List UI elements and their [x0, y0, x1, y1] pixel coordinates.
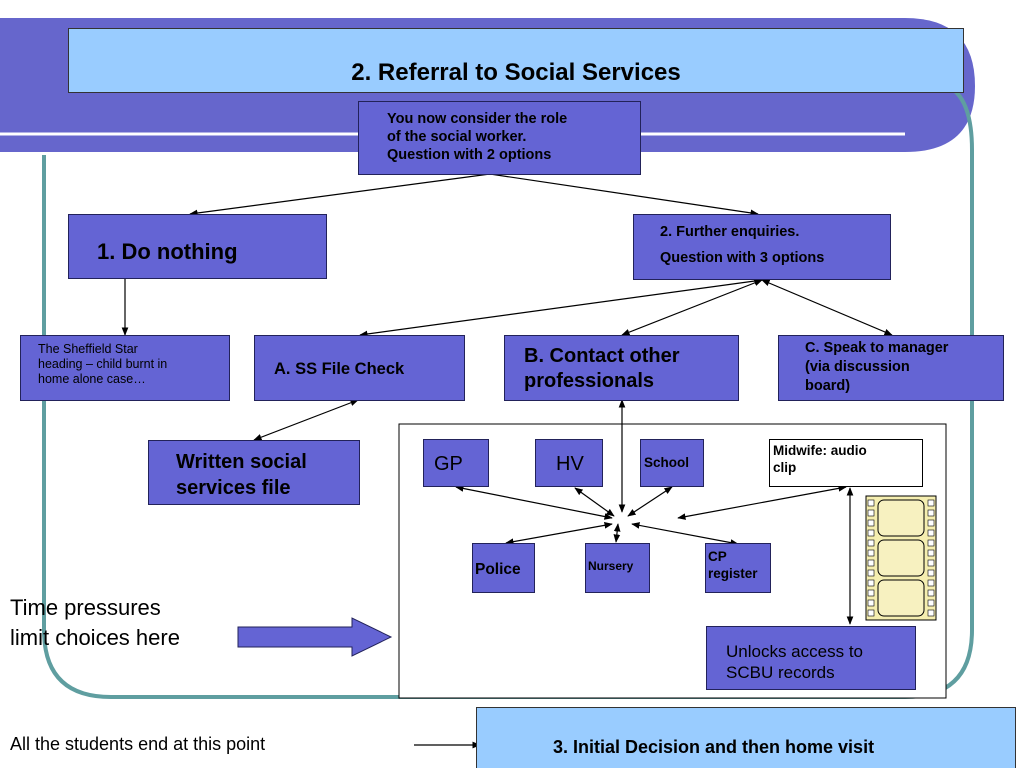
- node-nursery: Nursery: [585, 543, 650, 593]
- arrow-hub-to-hv: [574, 487, 615, 517]
- arrow-hub-to-police: [505, 522, 613, 545]
- node-sheffield-star: The Sheffield Star heading – child burnt…: [20, 335, 230, 401]
- arrow-intro-to-further: [489, 173, 759, 217]
- node-unlocks-label: Unlocks access to SCBU records: [726, 642, 863, 682]
- film-strip-icon: [865, 495, 937, 621]
- arrow-further-to-contact: [621, 279, 763, 336]
- arrow-hub-to-nursery: [613, 523, 621, 543]
- node-unlocks: Unlocks access to SCBU records: [706, 626, 916, 690]
- arrow-hub-to-school: [627, 486, 673, 517]
- arrow-ss-check-to-written: [253, 399, 359, 441]
- node-sheffield-label: The Sheffield Star heading – child burnt…: [38, 342, 168, 386]
- node-police-label: Police: [475, 561, 521, 578]
- node-intro-label: You now consider the role of the social …: [387, 111, 568, 163]
- node-gp: GP: [423, 439, 489, 487]
- arrow-further-to-ss-check: [359, 277, 763, 338]
- arrow-hub-to-cp: [631, 522, 739, 546]
- next-step-label: 3. Initial Decision and then home visit: [553, 737, 875, 757]
- node-contact-label: B. Contact other professionals: [524, 345, 680, 392]
- node-intro: You now consider the role of the social …: [358, 101, 641, 175]
- arrow-hub-to-gp: [455, 485, 613, 520]
- next-step-box: 3. Initial Decision and then home visit: [476, 707, 1016, 768]
- node-ss-file-check-label: A. SS File Check: [274, 360, 405, 378]
- node-written-file: Written social services file: [148, 440, 360, 505]
- node-written-file-label: Written social services file: [176, 451, 307, 499]
- node-midwife-label: Midwife: audio clip: [773, 443, 867, 475]
- node-further-line2: Question with 3 options: [660, 250, 825, 266]
- node-school: School: [640, 439, 704, 487]
- node-further-enquiries: 2. Further enquiries. Question with 3 op…: [633, 214, 891, 280]
- node-cp-register: CP register: [705, 543, 771, 593]
- page-title: 2. Referral to Social Services: [351, 58, 681, 86]
- node-hv-label: HV: [556, 453, 584, 475]
- arrow-further-to-manager: [761, 279, 893, 336]
- node-police: Police: [472, 543, 535, 593]
- node-cp-register-label: CP register: [708, 549, 758, 581]
- node-nursery-label: Nursery: [588, 559, 634, 573]
- footer-note: All the students end at this point: [10, 734, 266, 754]
- node-gp-label: GP: [434, 453, 463, 475]
- title-banner: 2. Referral to Social Services: [68, 28, 964, 93]
- node-speak-manager-label: C. Speak to manager (via discussion boar…: [805, 340, 949, 394]
- node-ss-file-check: A. SS File Check: [254, 335, 465, 401]
- time-pressures-text: Time pressures limit choices here: [10, 595, 180, 650]
- node-do-nothing: 1. Do nothing: [68, 214, 327, 279]
- arrow-hub-to-midwife: [677, 485, 847, 520]
- content-frame: [42, 80, 974, 699]
- node-speak-manager: C. Speak to manager (via discussion boar…: [778, 335, 1004, 401]
- block-arrow-icon: [237, 617, 393, 657]
- node-midwife[interactable]: Midwife: audio clip: [769, 439, 923, 487]
- node-school-label: School: [644, 455, 690, 470]
- node-hv: HV: [535, 439, 603, 487]
- arrow-intro-to-do-nothing: [189, 173, 491, 217]
- node-contact-professionals: B. Contact other professionals: [504, 335, 739, 401]
- node-further-line1: 2. Further enquiries.: [660, 224, 800, 240]
- node-do-nothing-label: 1. Do nothing: [97, 239, 238, 264]
